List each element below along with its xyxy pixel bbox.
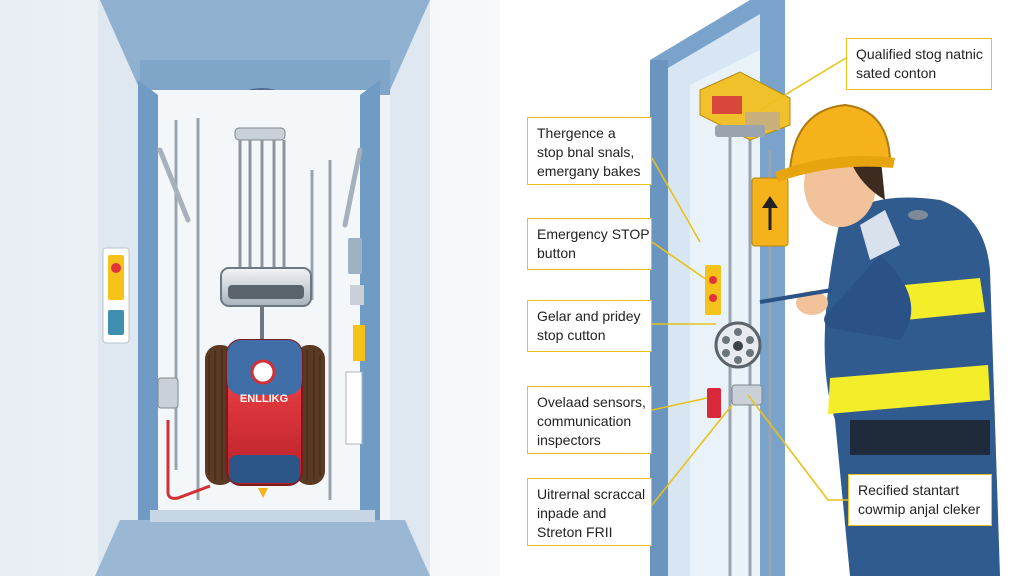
callout-gelar-stop: Gelar and pridey stop cutton — [527, 300, 652, 352]
callout-line: communication — [537, 413, 632, 429]
callout-line: Thergence a — [537, 125, 616, 141]
callout-line: sated conton — [856, 65, 937, 81]
callout-line: Emergency STOP — [537, 226, 650, 242]
callout-emergency-brakes: Thergence a stop bnal snals, emergany ba… — [527, 117, 652, 185]
hard-hat-icon — [775, 103, 895, 182]
callout-rectified-standard: Recified stantart cowmip anjal cleker — [848, 474, 992, 526]
machine-label: ENLLIKG — [240, 393, 288, 405]
callout-emergency-stop-button: Emergency STOP button — [527, 218, 652, 270]
callout-line: inspectors — [537, 432, 601, 448]
up-arrow-icon — [762, 196, 778, 230]
callout-line: cowmip anjal cleker — [858, 501, 981, 517]
callout-line: Gelar and pridey — [537, 308, 641, 324]
stop-button-icon — [250, 359, 276, 385]
callout-line: Streton FRII — [537, 524, 613, 540]
callout-line: emergany bakes — [537, 163, 641, 179]
callout-line: Uitrernal scraccal — [537, 486, 646, 502]
callout-overload-sensors: Ovelaad sensors, communication inspector… — [527, 386, 652, 454]
callout-line: Qualified stog natnic — [856, 46, 983, 62]
callout-line: stop cutton — [537, 327, 606, 343]
callout-internal-inpade: Uitrernal scraccal inpade and Streton FR… — [527, 478, 652, 546]
callout-line: Ovelaad sensors, — [537, 394, 646, 410]
callout-qualified-staff: Qualified stog natnic sated conton — [846, 38, 992, 90]
traction-machine: ENLLIKG — [205, 339, 325, 498]
callout-line: stop bnal snals, — [537, 144, 635, 160]
callout-line: inpade and — [537, 505, 607, 521]
callout-line: Recified stantart — [858, 482, 960, 498]
leader-lines — [651, 57, 848, 506]
maintenance-scene-right — [650, 0, 1000, 576]
callout-line: button — [537, 245, 576, 261]
elevator-shaft-left: ENLLIKG — [0, 0, 500, 576]
